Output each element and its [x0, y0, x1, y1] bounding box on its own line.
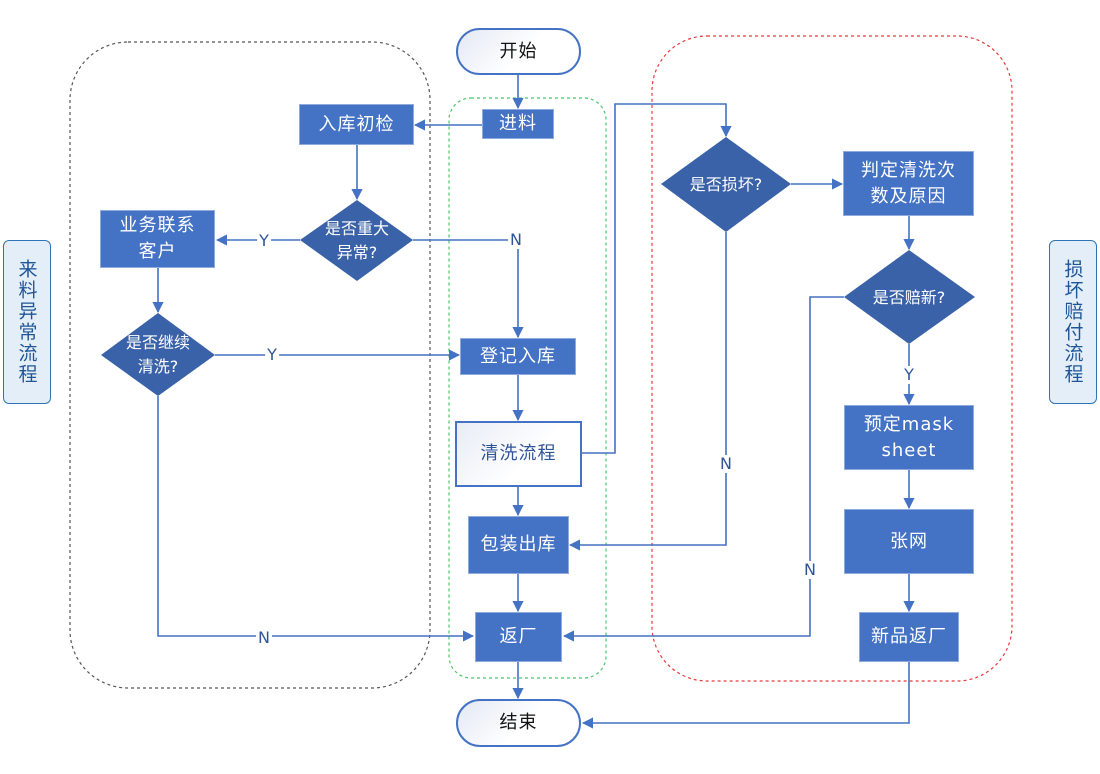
edge-compensate-no: [562, 296, 844, 642]
end-node-label: 结束: [499, 712, 538, 733]
decision-compensate-new-label: 是否赔新?: [872, 288, 946, 307]
intake-node-label: 进料: [499, 113, 537, 134]
edge-anomaly-no: [413, 239, 524, 339]
contact-customer-node-label: 业务联系 客户: [119, 215, 196, 262]
cleaning-process-node-label: 清洗流程: [480, 443, 557, 464]
edge-cleaning-damaged: [582, 103, 732, 454]
stretch-net-node-label: 张网: [890, 530, 928, 552]
decision-compensate-new-shape[interactable]: [844, 250, 975, 344]
order-mask-sheet-node-label: 预定mask sheet: [863, 413, 955, 461]
edge-damaged-no: [568, 232, 727, 551]
new-return-factory-node[interactable]: 新品返厂: [859, 612, 959, 662]
cleaning-process-node[interactable]: 清洗流程: [455, 421, 582, 487]
decision-continue-cleaning-shape[interactable]: [101, 313, 215, 396]
group-main-flow: [448, 97, 607, 679]
side-label-incoming-anomaly-text: 来料异常流程: [15, 259, 38, 385]
initial-inspection-node[interactable]: 入库初检: [299, 104, 414, 145]
initial-inspection-node-label: 入库初检: [318, 113, 395, 135]
decision-continue-cleaning-label: 是否继续 清洗?: [125, 333, 190, 376]
start-node-label: 开始: [499, 40, 538, 62]
side-label-damage-compensation-text: 损坏赔付流程: [1061, 259, 1084, 385]
end-node[interactable]: 结束: [456, 699, 581, 747]
determine-cleaning-node-label: 判定清洗次 数及原因: [861, 159, 956, 207]
order-mask-sheet-node[interactable]: 预定mask sheet: [844, 405, 974, 470]
edge-label-compensate-no: N: [802, 560, 818, 579]
pack-ship-node[interactable]: 包装出库: [468, 516, 569, 574]
edge-label-continue-yes: Y: [265, 345, 279, 364]
edge-label-damaged-no: N: [718, 454, 734, 473]
new-return-factory-node-label: 新品返厂: [871, 626, 947, 647]
side-label-incoming-anomaly: 来料异常流程: [3, 240, 51, 404]
register-storage-node[interactable]: 登记入库: [460, 338, 576, 375]
return-factory-node-label: 返厂: [499, 626, 538, 647]
edge-label-anomaly-no: N: [508, 230, 524, 249]
edge-label-continue-no: N: [256, 628, 272, 647]
edge-label-compensate-yes: Y: [902, 365, 916, 384]
register-storage-node-label: 登记入库: [480, 345, 556, 367]
decision-damaged-label: 是否损坏?: [689, 175, 763, 194]
start-node[interactable]: 开始: [456, 28, 581, 75]
group-damage-compensation: [651, 35, 1013, 682]
edge-continue-no: [157, 396, 475, 642]
intake-node[interactable]: 进料: [482, 109, 554, 139]
edge-newreturn-end: [581, 661, 910, 729]
side-label-damage-compensation: 损坏赔付流程: [1049, 240, 1097, 404]
decision-major-anomaly-shape[interactable]: [300, 200, 413, 281]
pack-ship-node-label: 包装出库: [480, 534, 557, 555]
decision-damaged-shape[interactable]: [661, 137, 791, 232]
group-incoming-anomaly: [69, 41, 431, 689]
edge-label-anomaly-yes: Y: [257, 231, 271, 250]
decision-major-anomaly-label: 是否重大 异常?: [324, 219, 389, 262]
contact-customer-node[interactable]: 业务联系 客户: [100, 210, 215, 268]
determine-cleaning-node[interactable]: 判定清洗次 数及原因: [843, 151, 974, 216]
stretch-net-node[interactable]: 张网: [844, 509, 974, 574]
return-factory-node[interactable]: 返厂: [475, 612, 562, 662]
